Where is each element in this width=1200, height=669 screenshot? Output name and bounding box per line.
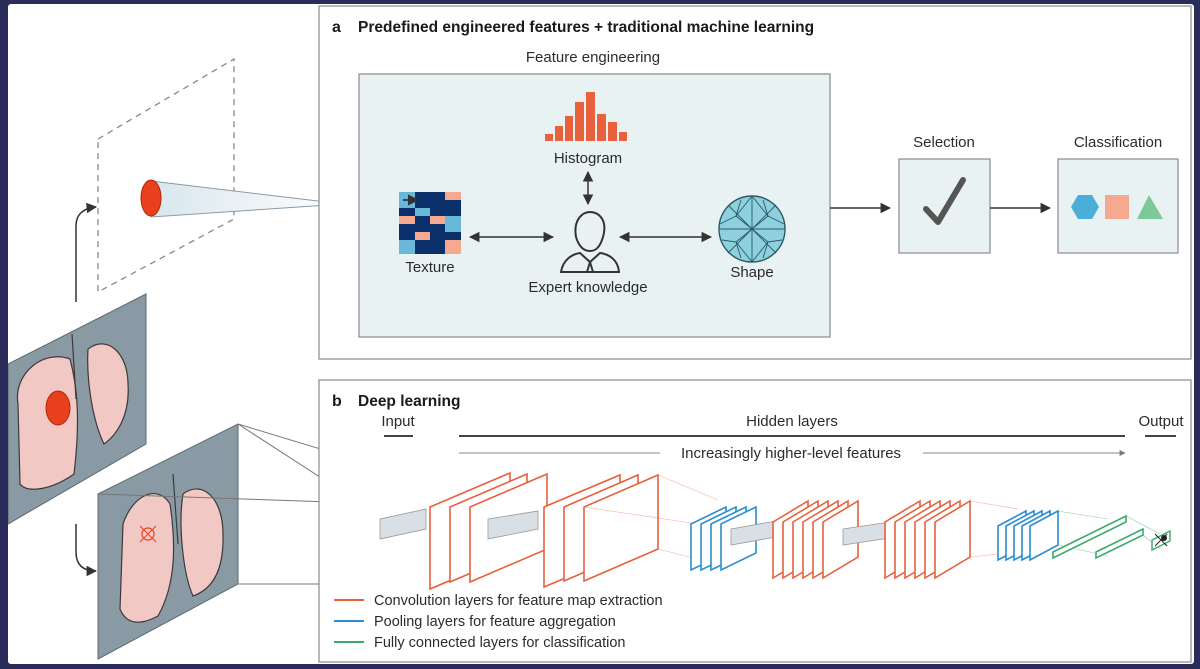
arrow-to-lower-slice bbox=[75, 524, 98, 577]
ct-slices bbox=[8, 57, 414, 660]
panel-a: a Predefined engineered features + tradi… bbox=[318, 5, 1192, 360]
conv-block-3 bbox=[772, 499, 859, 580]
triangle-icon bbox=[1137, 195, 1163, 219]
dashed-slice-plane bbox=[97, 57, 235, 294]
histogram-icon bbox=[545, 92, 627, 141]
pool-block-1 bbox=[690, 505, 757, 572]
lesion-zoom bbox=[140, 179, 162, 217]
legend: Convolution layers for feature map extra… bbox=[334, 593, 663, 651]
zoom-cone bbox=[150, 180, 344, 218]
panel-b-title: Deep learning bbox=[358, 393, 461, 410]
hexagon-icon bbox=[1071, 195, 1099, 219]
crosshair-lesion bbox=[141, 527, 155, 541]
figure: a Predefined engineered features + tradi… bbox=[8, 4, 1194, 664]
higher-level-label: Increasingly higher-level features bbox=[681, 445, 901, 462]
feature-engineering-label: Feature engineering bbox=[526, 49, 660, 66]
conv-block-1 bbox=[429, 471, 548, 591]
shape-icon bbox=[718, 195, 786, 263]
texture-icon bbox=[399, 192, 461, 254]
input-label: Input bbox=[381, 413, 415, 430]
conv-block-2 bbox=[543, 473, 659, 589]
square-icon bbox=[1105, 195, 1129, 219]
panel-b: b Deep learning Input Hidden layers Outp… bbox=[318, 379, 1192, 663]
cnn-pipeline bbox=[379, 471, 1171, 591]
panel-b-letter: b bbox=[332, 393, 342, 410]
conv-block-4 bbox=[884, 499, 971, 580]
panel-a-title: Predefined engineered features + traditi… bbox=[358, 19, 814, 36]
ct-slice-lower bbox=[97, 423, 239, 660]
histogram-label: Histogram bbox=[554, 150, 622, 167]
lesion bbox=[45, 390, 71, 426]
expert-knowledge-label: Expert knowledge bbox=[528, 279, 647, 296]
checkmark-icon bbox=[923, 177, 966, 225]
ct-slice-upper bbox=[8, 293, 147, 525]
output-node bbox=[1151, 529, 1171, 552]
classification-label: Classification bbox=[1074, 134, 1162, 151]
shape-label: Shape bbox=[730, 264, 773, 281]
panel-a-letter: a bbox=[332, 19, 341, 36]
legend-conv-label: Convolution layers for feature map extra… bbox=[374, 593, 663, 609]
texture-label: Texture bbox=[405, 259, 454, 276]
legend-fc-label: Fully connected layers for classificatio… bbox=[374, 635, 625, 651]
person-icon bbox=[559, 210, 621, 273]
figure-svg: a Predefined engineered features + tradi… bbox=[8, 5, 1192, 663]
pool-block-2 bbox=[997, 509, 1059, 562]
output-label: Output bbox=[1138, 413, 1184, 430]
hidden-layers-label: Hidden layers bbox=[746, 413, 838, 430]
arrow-to-plane bbox=[75, 202, 98, 302]
legend-pool-label: Pooling layers for feature aggregation bbox=[374, 614, 616, 630]
selection-label: Selection bbox=[913, 134, 975, 151]
